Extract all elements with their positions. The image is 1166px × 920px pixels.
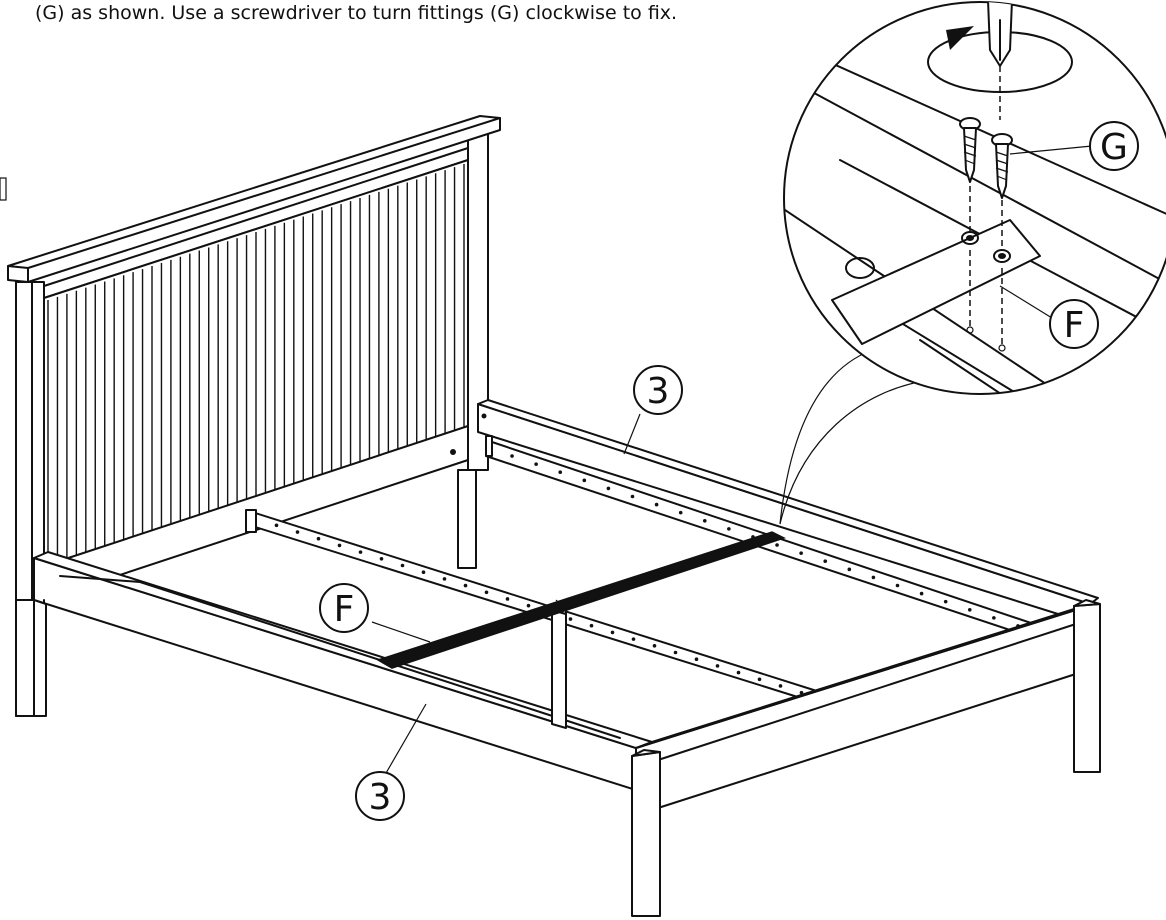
callout-detail-plate: F (1049, 299, 1099, 349)
callout-rail-top-text: 3 (647, 371, 670, 412)
instruction-text: (G) as shown. Use a screwdriver to turn … (35, 2, 678, 24)
screw-icon (959, 117, 981, 183)
detail-plate (831, 219, 1041, 345)
callout-rail-bottom: 3 (355, 771, 405, 821)
callout-slat: F (319, 583, 369, 633)
slat-f (376, 531, 786, 669)
callout-detail-plate-text: F (1064, 305, 1085, 346)
leader-lines (371, 349, 931, 781)
foot-end (631, 599, 1101, 917)
callout-rail-bottom-text: 3 (369, 777, 392, 818)
page-edge-marker (0, 177, 7, 201)
headboard-back-leg (457, 469, 477, 569)
callout-rail-top: 3 (633, 365, 683, 415)
foot-left-post (631, 751, 661, 917)
foot-right-post (1073, 603, 1101, 773)
detail-magnifier: G F (783, 1, 1166, 395)
callout-slat-text: F (334, 589, 355, 630)
screw-icon (991, 133, 1013, 199)
callout-detail-screws: G (1089, 121, 1139, 171)
callout-detail-screws-text: G (1100, 127, 1128, 168)
rotation-arrow-icon (946, 26, 974, 50)
headboard-hole (450, 449, 456, 455)
headboard-slats (47, 164, 465, 564)
center-support (551, 603, 567, 729)
